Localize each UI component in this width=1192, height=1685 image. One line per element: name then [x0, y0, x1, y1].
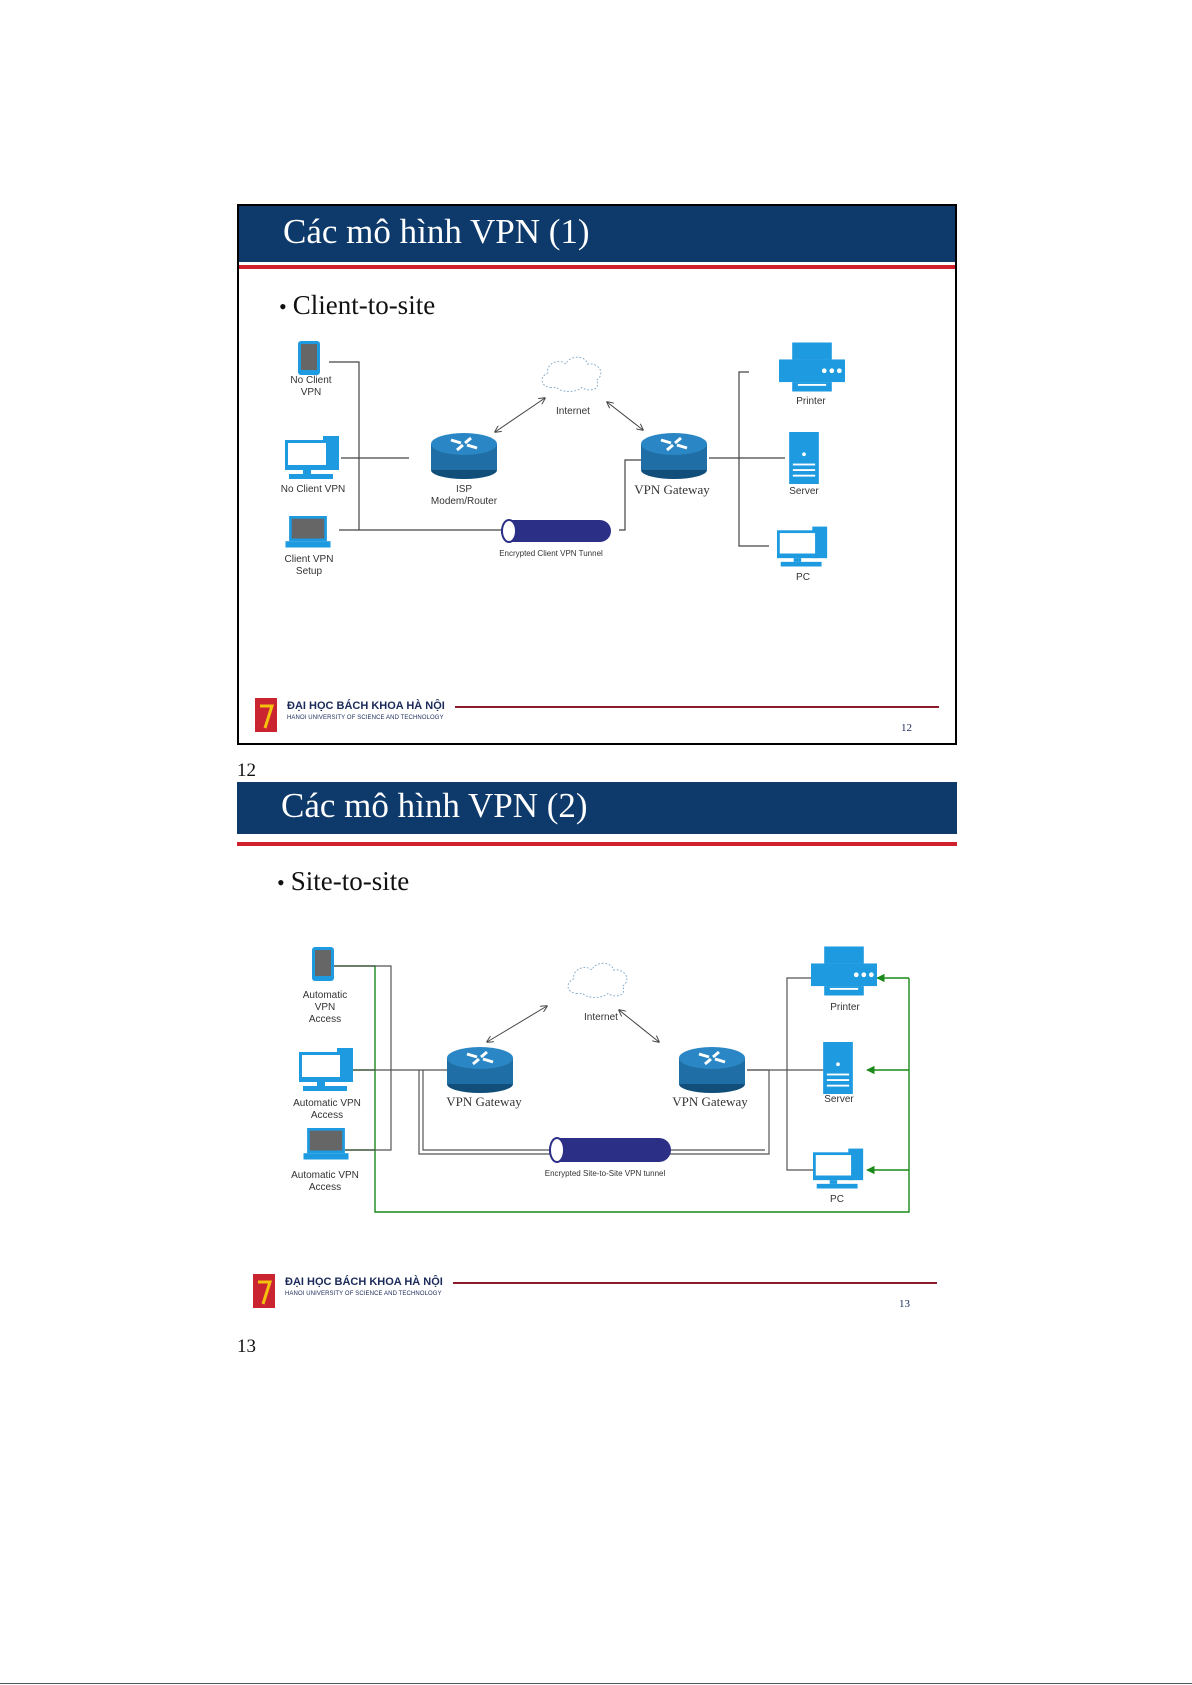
slide-client-to-site: Các mô hình VPN (1) •Client-to-site No C…: [237, 204, 957, 745]
slide-title-bar: Các mô hình VPN (2): [237, 782, 957, 834]
bullet-item: •Client-to-site: [279, 290, 435, 321]
tunnel-label: Encrypted Site-to-Site VPN tunnel: [545, 1169, 666, 1178]
slide-site-to-site: Các mô hình VPN (2) •Site-to-site: [237, 782, 957, 1317]
bullet-text: Site-to-site: [290, 866, 410, 896]
phone-icon: [298, 341, 320, 375]
router-icon: [639, 431, 709, 480]
title-underline: [237, 842, 957, 846]
university-name: ĐẠI HỌC BÁCH KHOA HÀ NỘI: [285, 1276, 443, 1288]
university-name: ĐẠI HỌC BÁCH KHOA HÀ NỘI: [287, 700, 445, 712]
tunnel-label: Encrypted Client VPN Tunnel: [499, 549, 603, 558]
slide-number: 13: [899, 1298, 910, 1310]
device-label: Server: [789, 486, 819, 497]
device-label: PC: [830, 1194, 844, 1205]
desktop-icon: [299, 1048, 353, 1091]
device-label: Printer: [830, 1002, 860, 1013]
server-icon: [823, 1042, 853, 1094]
router-icon: [429, 431, 499, 480]
slide-title-bar: Các mô hình VPN (1): [239, 206, 955, 262]
university-name-en: HANOI UNIVERSITY OF SCIENCE AND TECHNOLO…: [287, 715, 444, 721]
device-label: Server: [824, 1094, 854, 1105]
device-label: PC: [796, 572, 810, 583]
pc-icon: [777, 526, 828, 567]
device-label: No Client VPN: [281, 484, 345, 495]
footer-line: [455, 706, 939, 708]
footer-line: [453, 1282, 937, 1284]
slide-number: 12: [901, 722, 912, 734]
title-underline: [239, 265, 955, 269]
cloud-icon: [567, 962, 628, 998]
slide-footer: ĐẠI HỌC BÁCH KHOA HÀ NỘI HANOI UNIVERSIT…: [255, 698, 939, 738]
router-icon: [677, 1045, 747, 1094]
university-name-en: HANOI UNIVERSITY OF SCIENCE AND TECHNOLO…: [285, 1291, 442, 1297]
phone-icon: [312, 947, 334, 981]
vpn-tunnel: [549, 1138, 671, 1162]
vpn-tunnel: [501, 520, 611, 542]
router-icon: [445, 1045, 515, 1094]
internet-label: Internet: [584, 1012, 618, 1023]
slide-title: Các mô hình VPN (2): [281, 786, 588, 825]
pc-icon: [813, 1148, 864, 1189]
internet-label: Internet: [556, 406, 590, 417]
laptop-icon: [285, 516, 331, 548]
cloud-icon: [541, 356, 602, 392]
bullet-item: •Site-to-site: [277, 866, 409, 897]
server-icon: [789, 432, 819, 484]
printer-icon: [779, 342, 845, 392]
bullet-dot-icon: •: [277, 870, 285, 895]
bullet-text: Client-to-site: [292, 290, 436, 320]
router-label: VPN Gateway: [446, 1094, 522, 1109]
bullet-dot-icon: •: [279, 294, 287, 319]
page-number: 13: [237, 1336, 256, 1357]
university-logo-icon: [255, 698, 277, 732]
page-number: 12: [237, 760, 256, 781]
slide-footer: ĐẠI HỌC BÁCH KHOA HÀ NỘI HANOI UNIVERSIT…: [253, 1274, 937, 1314]
router-label: VPN Gateway: [672, 1094, 748, 1109]
slide-title: Các mô hình VPN (1): [283, 212, 590, 251]
laptop-icon: [303, 1128, 349, 1160]
page-bottom-rule: [0, 1683, 1192, 1684]
university-logo-icon: [253, 1274, 275, 1308]
desktop-icon: [285, 436, 339, 479]
device-label: Printer: [796, 396, 826, 407]
printer-icon: [811, 946, 877, 996]
router-label: VPN Gateway: [634, 482, 710, 497]
